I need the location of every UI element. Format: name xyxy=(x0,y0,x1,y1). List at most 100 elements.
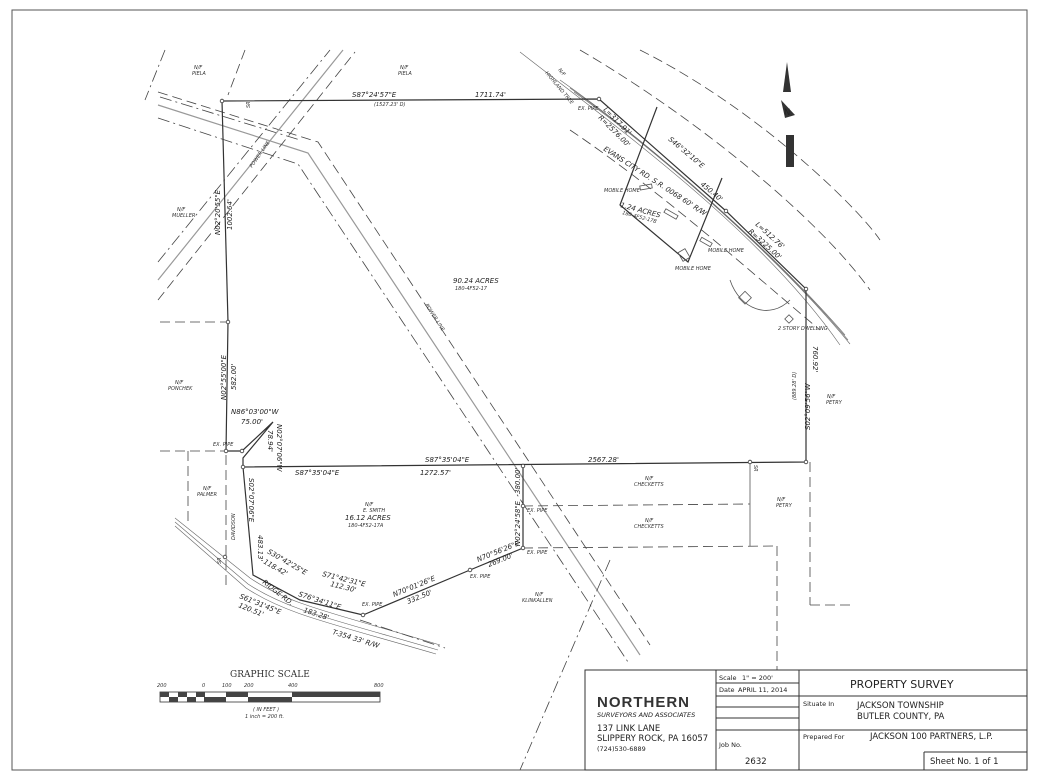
scale-label: Scale xyxy=(719,674,737,682)
course-labels: S87°24'57"E (1527.23' D) 1711.74' N02°20… xyxy=(214,91,819,622)
course-bearing: N86°03'00"W xyxy=(231,408,280,416)
course-distance: 380.00' xyxy=(514,468,522,494)
course-bearing: S87°35'04"E xyxy=(425,456,470,464)
graphic-scale: GRAPHIC SCALE 200 0 100 200 400 800 ( IN… xyxy=(157,670,384,720)
label-nf: N/F xyxy=(556,67,566,77)
course-distance: 450.40' xyxy=(699,180,724,203)
label-sr: SR xyxy=(752,465,758,472)
north-label: N xyxy=(784,108,790,118)
label-nf: N/F xyxy=(645,518,653,524)
course-distance: 1002.64' xyxy=(226,199,234,230)
scale-tick: 0 xyxy=(202,683,205,689)
course-distance: 483.13' xyxy=(256,535,264,561)
course-bearing: S02°07'06"E xyxy=(247,478,255,523)
main-parcel-id: 180-4F52-17 xyxy=(455,286,488,292)
label-ex-pipe: EX. PIPE xyxy=(213,442,234,448)
evans-city-road xyxy=(519,49,881,346)
main-acres: 90.24 ACRES xyxy=(453,277,499,285)
label-checketts: CHECKETTS xyxy=(634,524,664,530)
buildings xyxy=(639,183,794,324)
scale-ratio: 1 inch = 200 ft. xyxy=(245,714,284,720)
label-klinkallen: KLINKALLEN xyxy=(522,598,553,604)
date-value: APRIL 11, 2014 xyxy=(738,686,787,694)
label-nf: N/F xyxy=(777,497,785,503)
label-nf: N/F xyxy=(177,207,185,213)
label-ponchek: PONCHEK xyxy=(168,386,193,392)
course-bearing: N02°55'00"E xyxy=(220,354,228,400)
company-address1: 137 LINK LANE xyxy=(597,724,660,734)
course-bearing: S87°35'04"E xyxy=(295,469,340,477)
label-nf: N/F xyxy=(645,476,653,482)
label-nf: N/F xyxy=(194,65,202,71)
date-label: Date xyxy=(719,686,735,694)
situate-line2: BUTLER COUNTY, PA xyxy=(857,712,945,722)
smith-acres: 16.12 ACRES xyxy=(345,514,391,522)
corner-points xyxy=(219,96,809,618)
label-nf: N/F xyxy=(827,394,835,400)
label-nf: N/F xyxy=(365,502,373,508)
sheet-number: Sheet No. 1 of 1 xyxy=(930,757,999,767)
adjoiner-lines xyxy=(160,321,850,670)
label-petry: PETRY xyxy=(776,503,793,509)
label-ex-pipe: EX. PIPE xyxy=(527,508,548,514)
course-bearing: N02°07'06"W xyxy=(275,424,283,473)
label-nf: N/F xyxy=(175,380,183,386)
label-sr: SR xyxy=(246,101,252,108)
scale-tick: 200 xyxy=(157,683,167,689)
company-subtitle: SURVEYORS AND ASSOCIATES xyxy=(597,711,695,719)
prepared-value: JACKSON 100 PARTNERS, L.P. xyxy=(869,732,993,742)
label-petry: PETRY xyxy=(826,400,843,406)
scale-value: 1" = 200' xyxy=(742,674,773,682)
label-power-line: POWER LINE xyxy=(423,303,446,333)
label-ex-pipe: EX. PIPE xyxy=(578,106,599,112)
label-mueller: MUELLER xyxy=(172,213,195,219)
sheet-border xyxy=(11,9,1028,771)
course-deed: (889.28' D) xyxy=(792,372,798,400)
label-nf: N/F xyxy=(203,486,211,492)
company-address2: SLIPPERY ROCK, PA 16057 xyxy=(597,734,708,744)
job-value: 2632 xyxy=(745,757,767,767)
label-mobile-home: MOBILE HOME xyxy=(604,188,641,194)
course-distance: 1272.57' xyxy=(420,469,451,477)
drawing-title: PROPERTY SURVEY xyxy=(850,678,954,691)
label-palmer: PALMER xyxy=(197,492,217,498)
label-davidson: DAVIDSON xyxy=(231,513,237,540)
label-sr: SR xyxy=(217,557,223,564)
title-block: NORTHERN SURVEYORS AND ASSOCIATES 137 LI… xyxy=(584,669,1028,771)
graphic-scale-title: GRAPHIC SCALE xyxy=(230,670,310,680)
power-lines xyxy=(144,49,651,771)
course-bearing: S46°32'10"E xyxy=(667,135,706,170)
label-dwelling: 2 STORY DWELLING xyxy=(778,326,828,332)
label-piela: PIELA xyxy=(398,71,412,77)
parcel-labels: 90.24 ACRES 180-4F52-17 1.24 ACRES 180-4… xyxy=(345,201,662,529)
label-checketts: CHECKETTS xyxy=(634,482,664,488)
label-piela: PIELA xyxy=(192,71,206,77)
job-label: Job No. xyxy=(718,741,742,749)
course-distance: 78.94' xyxy=(266,430,274,452)
course-distance: 75.00' xyxy=(241,418,263,426)
north-arrow: N xyxy=(781,62,795,167)
course-distance: 1711.74' xyxy=(475,91,506,99)
scale-units: ( IN FEET ) xyxy=(253,707,279,713)
label-ex-pipe: EX. PIPE xyxy=(470,574,491,580)
situate-label: Situate In xyxy=(803,700,834,708)
label-mobile-home: MOBILE HOME xyxy=(708,248,745,254)
situate-line1: JACKSON TOWNSHIP xyxy=(856,701,944,711)
ridge-road xyxy=(174,517,446,655)
course-deed: (1527.23' D) xyxy=(374,102,405,108)
course-distance: 2567.28' xyxy=(588,456,619,464)
scale-tick: 800 xyxy=(374,683,384,689)
label-smith: E. SMITH xyxy=(363,508,385,514)
label-nf: N/F xyxy=(400,65,408,71)
company-logo: NORTHERN xyxy=(597,694,690,711)
company-phone: (724)530-6889 xyxy=(597,745,646,753)
course-distance: 183.28' xyxy=(302,606,330,622)
scale-tick: 400 xyxy=(288,683,298,689)
label-mobile-home: MOBILE HOME xyxy=(675,266,712,272)
label-nf: N/F xyxy=(535,592,543,598)
course-distance: 582.00' xyxy=(230,364,238,390)
course-distance: 760.92' xyxy=(811,346,819,372)
course-bearing: N02°24'58"E xyxy=(514,500,522,546)
scale-tick: 100 xyxy=(222,683,232,689)
